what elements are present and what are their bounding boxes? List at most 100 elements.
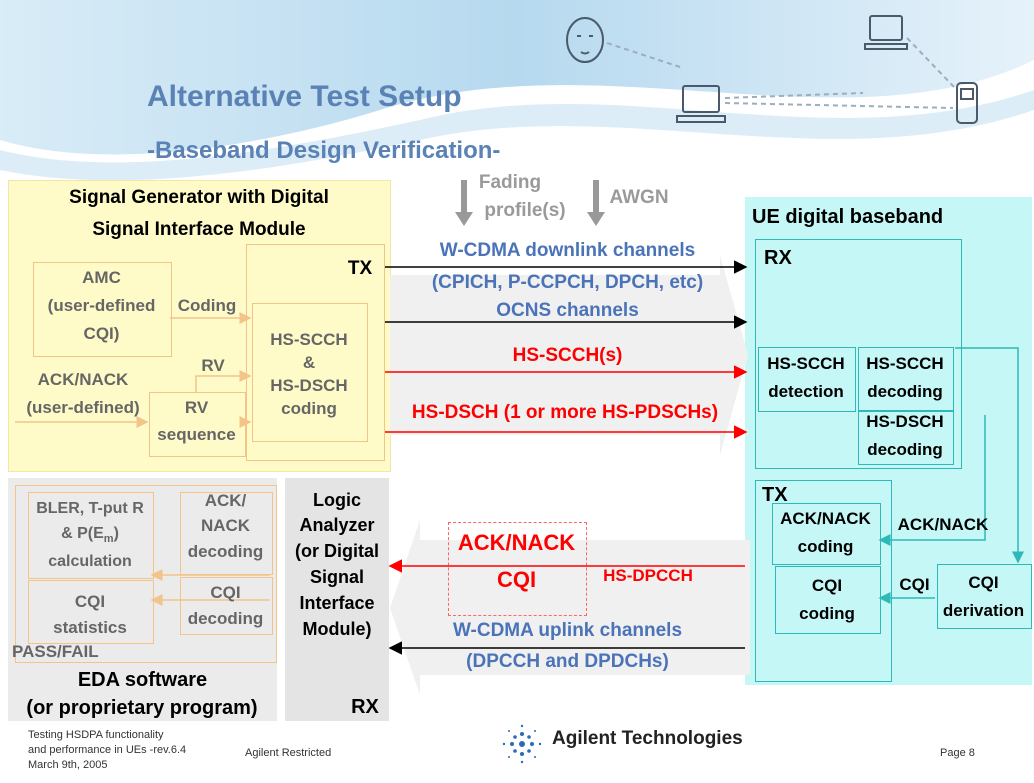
acknack-coding-1: ACK/NACK xyxy=(780,509,871,528)
hsscch-detection-1: HS-SCCH xyxy=(767,354,845,373)
cqi-derivation-1: CQI xyxy=(968,573,999,592)
cqi-derivation-2: derivation xyxy=(942,601,1025,620)
bler-box xyxy=(28,492,154,579)
wcdma-uplink-label-1: W-CDMA uplink channels xyxy=(452,620,683,641)
ue-rx-label: RX xyxy=(764,247,792,269)
siggen-tx-label: TX xyxy=(347,258,373,279)
hsscch-decoding-1: HS-SCCH xyxy=(866,354,944,373)
ue-tx-label: TX xyxy=(762,484,788,506)
cqi-coding-box xyxy=(775,566,881,634)
hs-label-3: HS-DSCH xyxy=(270,376,348,395)
ack-decoding-2: NACK xyxy=(200,516,251,535)
logic-label-6: Module) xyxy=(302,619,372,639)
logic-label-4: Signal xyxy=(309,567,364,587)
hsdsch-label: HS-DSCH (1 or more HS-PDSCHs) xyxy=(411,402,719,423)
cqi-decoding-1: CQI xyxy=(210,583,241,602)
hsscch-detection-2: detection xyxy=(768,382,844,401)
hs-label-2: & xyxy=(302,353,316,372)
footer-line-1: Testing HSDPA functionality xyxy=(28,729,164,741)
hsscch-label: HS-SCCH(s) xyxy=(512,345,623,366)
acknack-input-label-2: (user-defined) xyxy=(26,398,140,417)
hs-label-1: HS-SCCH xyxy=(270,330,348,349)
rv-sequence-label-1: RV xyxy=(184,398,209,417)
hsdsch-decoding-box xyxy=(858,410,954,465)
cqi-coding-1: CQI xyxy=(811,576,843,595)
downlink-background-arrow xyxy=(390,255,748,455)
hsscch-decoding-2: decoding xyxy=(867,382,943,401)
cqi-decoding-box xyxy=(180,577,273,635)
rv-sequence-label-2: sequence xyxy=(157,425,236,444)
acknack-input-label-1: ACK/NACK xyxy=(37,370,129,389)
footer-line-2: and performance in UEs -rev.6.4 xyxy=(28,743,187,756)
uplink-background-arrow xyxy=(390,520,750,695)
footer-doc-info: Testing HSDPA functionality and performa… xyxy=(28,728,186,773)
logic-analyzer-panel xyxy=(285,478,389,721)
fading-label-2: profile(s) xyxy=(484,200,566,221)
fading-label-1: Fading xyxy=(478,172,542,193)
rv-label: RV xyxy=(201,356,225,375)
logic-label-3: (or Digital xyxy=(295,541,379,561)
hsscch-decoding-box xyxy=(858,347,954,412)
hs-label-4: coding xyxy=(281,399,337,418)
ack-decoding-box xyxy=(180,492,273,575)
laptop-icon xyxy=(682,85,720,113)
cqi-statistics-1: CQI xyxy=(74,592,106,611)
ue-tx-box xyxy=(755,480,892,682)
header-wave-background xyxy=(0,0,1034,181)
agilent-brand: Agilent Technologies xyxy=(552,728,743,749)
amc-label-2: (user-defined xyxy=(47,296,156,315)
hsdsch-decoding-2: decoding xyxy=(867,440,943,459)
acknack-coding-box xyxy=(772,503,881,565)
bler-label-2: & P(Em) xyxy=(61,525,119,546)
eda-title-2: (or proprietary program) xyxy=(26,697,258,719)
ack-decoding-3: decoding xyxy=(187,542,264,561)
cqi-decoding-2: decoding xyxy=(187,609,264,628)
amc-label-1: AMC xyxy=(82,268,121,287)
face-icon xyxy=(566,17,604,63)
bler-label-3: calculation xyxy=(48,553,132,570)
ue-acknack-label: ACK/NACK xyxy=(897,515,989,534)
amc-label-3: CQI) xyxy=(83,324,120,343)
logic-label-1: Logic xyxy=(313,490,361,510)
logic-label-5: Interface xyxy=(299,593,375,613)
hsdpcch-label: HS-DPCCH xyxy=(603,566,693,585)
hs-coding-outer-box xyxy=(246,244,385,461)
pass-fail-label: PASS/FAIL xyxy=(12,642,99,661)
cqi-statistics-box xyxy=(28,580,154,644)
eda-outer-box xyxy=(15,485,277,663)
footer-line-3: March 9th, 2005 xyxy=(28,758,108,771)
signal-generator-panel xyxy=(8,180,391,472)
phone-icon xyxy=(956,82,978,124)
hsdsch-decoding-1: HS-DSCH xyxy=(866,412,944,431)
ue-rx-box xyxy=(755,239,962,469)
siggen-title-line1: Signal Generator with Digital xyxy=(69,187,329,208)
page-subtitle: -Baseband Design Verification- xyxy=(147,137,501,164)
cqi-statistics-2: statistics xyxy=(53,618,127,637)
uplink-feedback-box xyxy=(448,522,587,616)
ue-title: UE digital baseband xyxy=(752,206,944,228)
ocns-label: OCNS channels xyxy=(496,300,639,321)
logic-rx-label: RX xyxy=(351,696,379,718)
eda-title-1: EDA software xyxy=(77,669,208,691)
cqi-coding-2: coding xyxy=(799,604,855,623)
acknack-coding-2: coding xyxy=(797,537,854,556)
cqi-derivation-box xyxy=(937,564,1032,629)
wcdma-downlink-label-2: (CPICH, P-CCPCH, DPCH, etc) xyxy=(431,272,704,293)
page-number: Page 8 xyxy=(940,747,975,759)
laptop-icon xyxy=(869,15,903,41)
bler-label-1: BLER, T-put R xyxy=(36,500,144,517)
hsscch-detection-box xyxy=(758,347,856,412)
footer-restricted: Agilent Restricted xyxy=(245,747,332,759)
ue-cqi-label: CQI xyxy=(899,575,930,594)
logic-label-2: Analyzer xyxy=(299,515,375,535)
amc-box xyxy=(33,262,172,357)
ack-decoding-1: ACK/ xyxy=(204,491,247,510)
network-illustration xyxy=(566,15,978,124)
wcdma-downlink-label-1: W-CDMA downlink channels xyxy=(439,240,696,261)
agilent-logo-icon xyxy=(502,724,542,764)
awgn-label: AWGN xyxy=(609,187,669,208)
siggen-title-line2: Signal Interface Module xyxy=(92,219,306,240)
hs-coding-box xyxy=(252,303,368,442)
uplink-acknack-label: ACK/NACK xyxy=(457,530,576,555)
